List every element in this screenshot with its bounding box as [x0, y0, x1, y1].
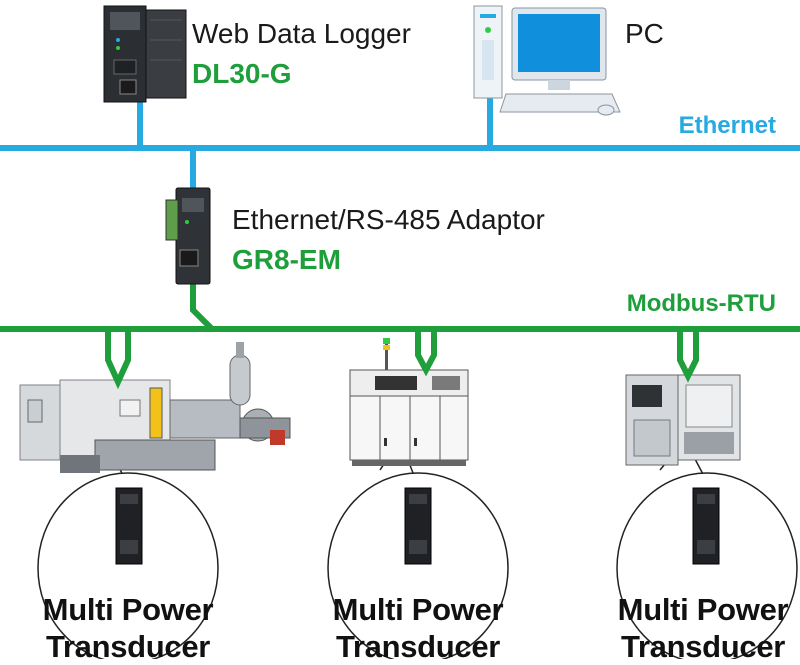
transducer-label-line1: Multi Power: [617, 592, 789, 627]
pc-label: PC: [625, 18, 664, 49]
logger-name: Web Data Logger: [192, 18, 411, 49]
transducer-label: Multi Power Transducer: [606, 592, 800, 665]
modbus-bus: [0, 282, 800, 390]
transducer-label-line2: Transducer: [335, 628, 501, 664]
injection-molding-machine-icon: [19, 342, 291, 473]
pc-icon: [473, 5, 621, 116]
logger-model: DL30-G: [192, 58, 292, 89]
transducer-device-icon: [115, 487, 143, 565]
inspection-machine-icon: [349, 338, 469, 466]
transducer-label: Multi Power Transducer: [28, 592, 228, 665]
transducer-device-icon: [692, 487, 720, 565]
adaptor-device-icon: [165, 187, 211, 285]
transducer-label-line2: Transducer: [620, 628, 786, 664]
data-logger-device-icon: [103, 5, 187, 103]
transducer-label: Multi Power Transducer: [318, 592, 518, 665]
transducer-label-line1: Multi Power: [42, 592, 214, 627]
adaptor-model: GR8-EM: [232, 244, 341, 275]
transducer-label-line1: Multi Power: [332, 592, 504, 627]
ethernet-label: Ethernet: [678, 112, 776, 139]
transducer-label-line2: Transducer: [45, 628, 211, 664]
modbus-label: Modbus-RTU: [626, 290, 776, 317]
chamber-machine-icon: [625, 374, 741, 466]
transducer-device-icon: [404, 487, 432, 565]
adaptor-name: Ethernet/RS-485 Adaptor: [232, 204, 545, 235]
